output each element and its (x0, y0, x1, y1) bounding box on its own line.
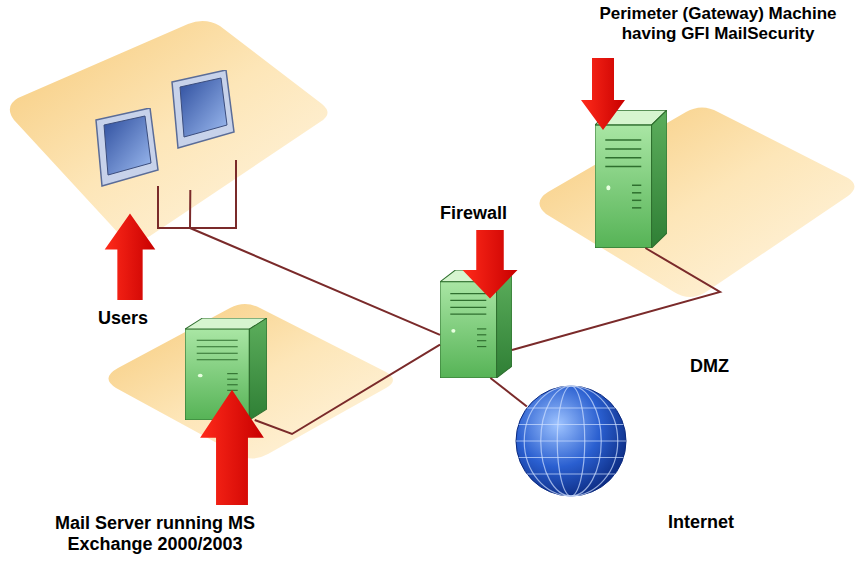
callout-label: Internet (668, 512, 734, 533)
callout-label: Perimeter (Gateway) Machine having GFI M… (586, 4, 850, 43)
network-link (255, 345, 440, 434)
callout-arrow (581, 58, 625, 130)
network-link (190, 190, 440, 335)
user-monitor (96, 108, 158, 186)
globe-icon (515, 385, 627, 497)
user-monitor (172, 70, 234, 148)
internet-globe: Internet (515, 385, 627, 497)
callout-arrow (200, 390, 264, 505)
users-platform (10, 21, 328, 241)
dmz-platform (539, 108, 854, 298)
globe-body (516, 386, 626, 496)
gateway-server (595, 110, 667, 248)
lan-wire (158, 160, 236, 228)
mail-server: Mail Server running MS Exchange 2000/200… (185, 318, 267, 420)
user-workstations: Users (90, 68, 242, 190)
zone-label: DMZ (690, 356, 729, 377)
globe-grid (516, 386, 626, 496)
callout-arrow (105, 214, 156, 300)
callout-arrow (463, 230, 518, 298)
gateway-machine: Perimeter (Gateway) Machine having GFI M… (595, 110, 667, 248)
callout-label: Users (98, 308, 148, 329)
network-link (512, 248, 720, 350)
network-link (490, 378, 526, 407)
callout-label: Mail Server running MS Exchange 2000/200… (40, 513, 270, 554)
callout-label: Firewall (440, 203, 507, 224)
firewall: Firewall (440, 270, 512, 378)
